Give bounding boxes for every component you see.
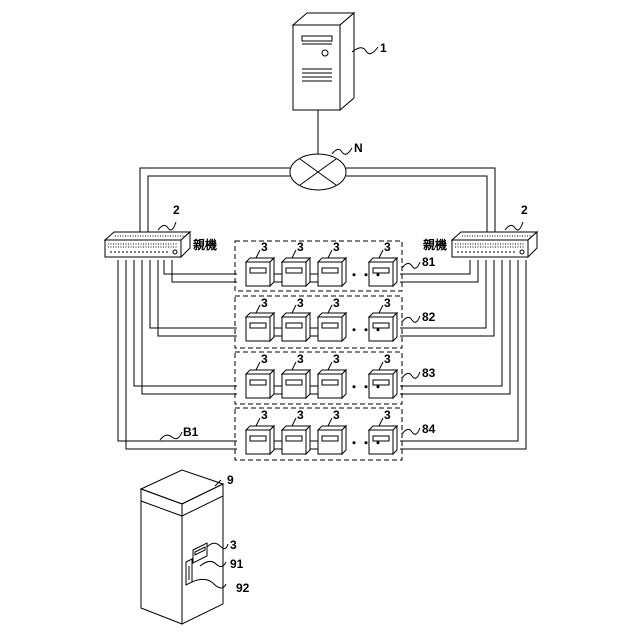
parent-left-text: 親機: [193, 237, 217, 252]
svg-text:3: 3: [333, 296, 340, 310]
svg-text:3: 3: [261, 408, 268, 422]
group-84-leader-line: [402, 428, 420, 434]
group-82-leader-line: [402, 316, 420, 322]
svg-text:3: 3: [384, 408, 391, 422]
ellipsis: ・・・: [348, 323, 384, 337]
terminal-icon: [318, 426, 346, 454]
svg-text:3: 3: [261, 296, 268, 310]
parent-left-leader-line: [158, 222, 176, 230]
parent-right-leader-line: [505, 222, 523, 230]
terminal-icon: [318, 370, 346, 398]
network-label: N: [354, 141, 363, 155]
group-83-label: 83: [422, 366, 436, 380]
parent-right-text: 親機: [423, 237, 447, 252]
terminal-icon: [318, 313, 346, 341]
server-leader-line: [352, 47, 378, 54]
svg-text:3: 3: [297, 352, 304, 366]
ellipsis: ・・・: [348, 268, 384, 282]
cabinet-icon: [141, 470, 223, 624]
group-83-leader-line: [402, 372, 420, 378]
bus-wiring-right: [400, 260, 526, 449]
terminal-icon: [282, 370, 310, 398]
parent-left-label: 2: [173, 203, 180, 217]
ellipsis: ・・・: [348, 380, 384, 394]
svg-text:3: 3: [261, 240, 268, 254]
terminal-icon: [282, 313, 310, 341]
svg-text:3: 3: [384, 240, 391, 254]
svg-text:3: 3: [333, 408, 340, 422]
bus-wiring-between-terminals: [274, 274, 318, 449]
server-icon: [293, 13, 354, 110]
group-81-label: 81: [422, 255, 436, 269]
part-91-label: 91: [230, 557, 244, 571]
network-hub-icon: [290, 154, 346, 190]
terminal-icon: [282, 258, 310, 286]
svg-text:3: 3: [333, 352, 340, 366]
parent-unit-right-icon: [452, 232, 537, 257]
terminal-icon: [246, 426, 274, 454]
svg-text:3: 3: [384, 352, 391, 366]
cabinet-label: 9: [227, 473, 234, 487]
ellipsis: ・・・: [348, 436, 384, 450]
svg-text:3: 3: [297, 408, 304, 422]
network-leader-line: [332, 148, 352, 154]
bus-wiring-left: [118, 260, 237, 449]
parent-right-label: 2: [521, 203, 528, 217]
group-84-label: 84: [422, 422, 436, 436]
svg-text:3: 3: [297, 296, 304, 310]
svg-text:3: 3: [261, 352, 268, 366]
server-label: 1: [380, 41, 387, 55]
cabinet-terminal-label: 3: [230, 538, 237, 552]
parent-unit-left-icon: [105, 232, 190, 257]
bus-label: B1: [183, 425, 199, 439]
terminal-icon: [246, 370, 274, 398]
terminal-icon: [246, 258, 274, 286]
svg-text:3: 3: [384, 296, 391, 310]
terminal-icon: [318, 258, 346, 286]
terminal-icon: [246, 313, 274, 341]
group-82-label: 82: [422, 310, 436, 324]
group-81-leader-line: [402, 262, 420, 268]
terminal-icon: [282, 426, 310, 454]
svg-text:3: 3: [297, 240, 304, 254]
svg-text:3: 3: [333, 240, 340, 254]
bus-leader-line: [160, 432, 182, 440]
part-92-label: 92: [236, 581, 250, 595]
